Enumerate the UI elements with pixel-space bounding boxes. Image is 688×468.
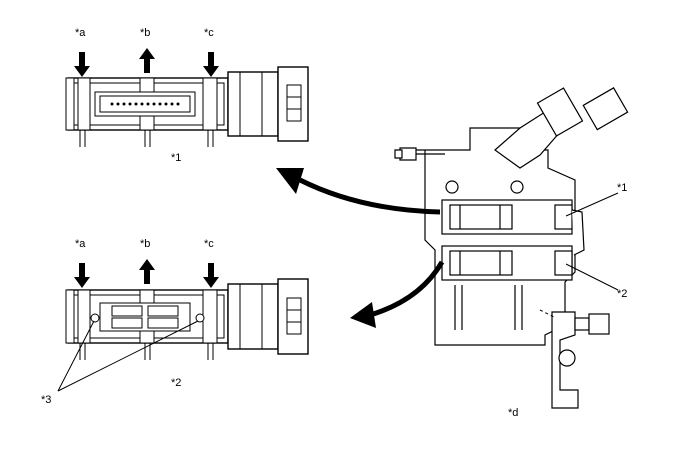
top-arrow-c-down: [203, 52, 219, 77]
top-arrow-a-down: [74, 52, 90, 77]
callout-3-label: *3: [41, 394, 52, 406]
callout-1-label: *1: [617, 182, 628, 194]
label-top-a: *a: [75, 27, 86, 39]
callout-3-leaders: [57, 320, 199, 392]
caption-top-view: *1: [171, 152, 182, 164]
caption-bottom-view: *2: [171, 377, 182, 389]
bottom-arrow-c-down: [203, 263, 219, 288]
top-flow-arrows: [74, 48, 219, 77]
bottom-arrow-a-down: [74, 263, 90, 288]
right-callout-leaders: [565, 192, 619, 291]
curved-arrow-to-top-view: [276, 168, 441, 215]
callout-2-label: *2: [617, 288, 628, 300]
top-arrow-b-up: [139, 48, 155, 73]
curved-arrow-to-bottom-view: [350, 260, 445, 328]
bottom-flow-arrows: [74, 259, 219, 288]
caption-assembly: *d: [508, 407, 519, 419]
bottom-valve-view: [65, 278, 309, 360]
label-bottom-a: *a: [75, 238, 86, 250]
label-top-b: *b: [140, 27, 151, 39]
solenoid-assembly: [394, 87, 629, 409]
label-bottom-c: *c: [204, 238, 214, 250]
top-valve-view: [65, 66, 309, 147]
bottom-arrow-b-up: [139, 259, 155, 284]
label-top-c: *c: [204, 27, 214, 39]
label-bottom-b: *b: [140, 238, 151, 250]
hidden-edge-dashed: [539, 309, 557, 319]
